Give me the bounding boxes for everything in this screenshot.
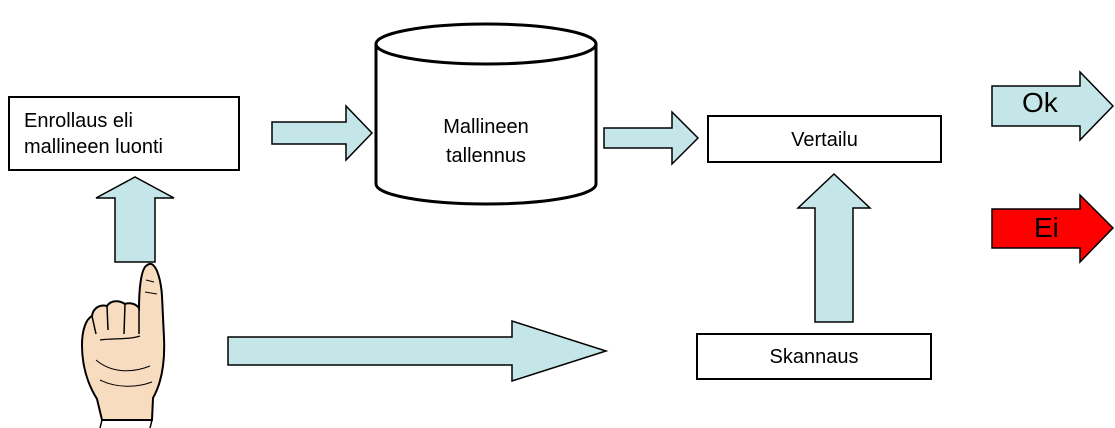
fail-result-arrow: [991, 193, 1115, 264]
scan-label: Skannaus: [769, 346, 859, 368]
arrow-hand-to-enroll: [95, 176, 175, 263]
storage-label-line2: tallennus: [445, 145, 527, 167]
fail-result-label: Ei: [1034, 212, 1059, 243]
arrow-enroll-to-storage: [271, 104, 374, 162]
pointing-hand-icon: [80, 262, 166, 428]
enrollment-label-line1: Enrollaus eli: [24, 110, 133, 132]
ok-result-label: Ok: [1022, 87, 1058, 118]
compare-label: Vertailu: [791, 129, 858, 151]
storage-label-line1: Mallineen: [443, 116, 529, 138]
database-cylinder: [374, 22, 598, 206]
arrow-storage-to-compare: [603, 110, 700, 166]
arrow-scan-to-compare: [796, 172, 872, 323]
scan-box: Skannaus: [696, 333, 932, 380]
compare-box: Vertailu: [707, 115, 942, 163]
ok-result-arrow: [991, 70, 1115, 142]
arrow-hand-to-scan: [227, 319, 609, 383]
enrollment-box: Enrollaus eli mallineen luonti: [8, 96, 240, 171]
enrollment-label-line2: mallineen luonti: [24, 136, 163, 158]
